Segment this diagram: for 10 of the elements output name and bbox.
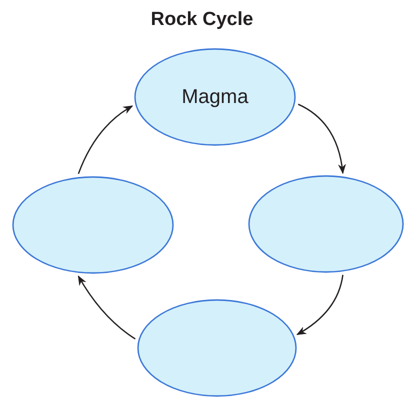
curved-arrow bbox=[78, 105, 134, 174]
rock-cycle-ellipse bbox=[134, 48, 296, 146]
curved-arrow bbox=[298, 104, 346, 174]
curved-arrow bbox=[296, 274, 344, 336]
curved-arrow bbox=[78, 275, 136, 340]
empty-ellipse bbox=[137, 299, 297, 397]
node-label: Magma bbox=[182, 84, 248, 110]
empty-ellipse bbox=[12, 176, 174, 274]
empty-ellipse bbox=[248, 175, 404, 273]
diagram-title: Rock Cycle bbox=[150, 8, 254, 32]
